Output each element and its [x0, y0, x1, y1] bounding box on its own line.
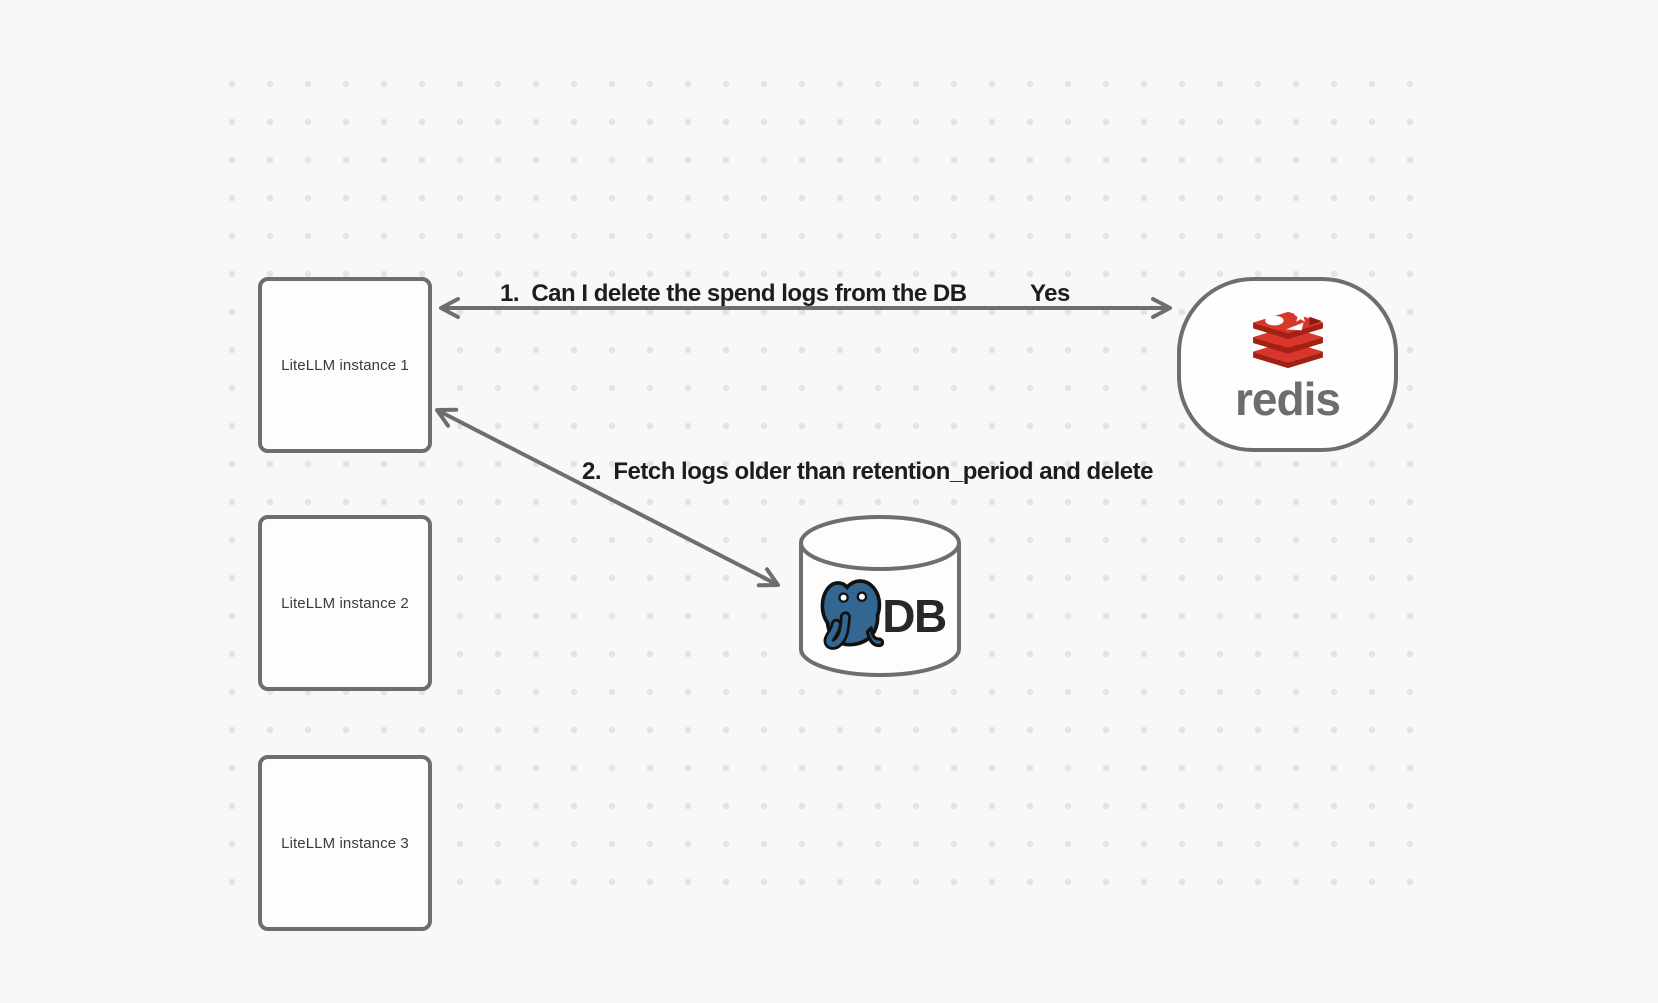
- node-label: LiteLLM instance 1: [281, 356, 409, 374]
- redis-wordmark: redis: [1235, 372, 1341, 425]
- arrow1-label[interactable]: 1. Can I delete the spend logs from the …: [500, 280, 967, 307]
- node-litellm-instance-3[interactable]: LiteLLM instance 3: [258, 755, 432, 931]
- postgresql-elephant-logo-icon: [820, 579, 885, 650]
- db-label: DB: [882, 590, 947, 642]
- node-redis[interactable]: redis: [1177, 277, 1398, 452]
- node-litellm-instance-1[interactable]: LiteLLM instance 1: [258, 277, 432, 453]
- redis-stack-logo-icon: [1252, 308, 1323, 368]
- arrow2-label[interactable]: 2. Fetch logs older than retention_perio…: [582, 458, 1153, 485]
- arrow1-response-label[interactable]: Yes: [1030, 280, 1070, 307]
- db-node-content: DB: [806, 570, 956, 662]
- node-litellm-instance-2[interactable]: LiteLLM instance 2: [258, 515, 432, 691]
- arrow-instance1-db[interactable]: [435, 407, 780, 588]
- node-label: LiteLLM instance 2: [281, 594, 409, 612]
- node-label: LiteLLM instance 3: [281, 834, 409, 852]
